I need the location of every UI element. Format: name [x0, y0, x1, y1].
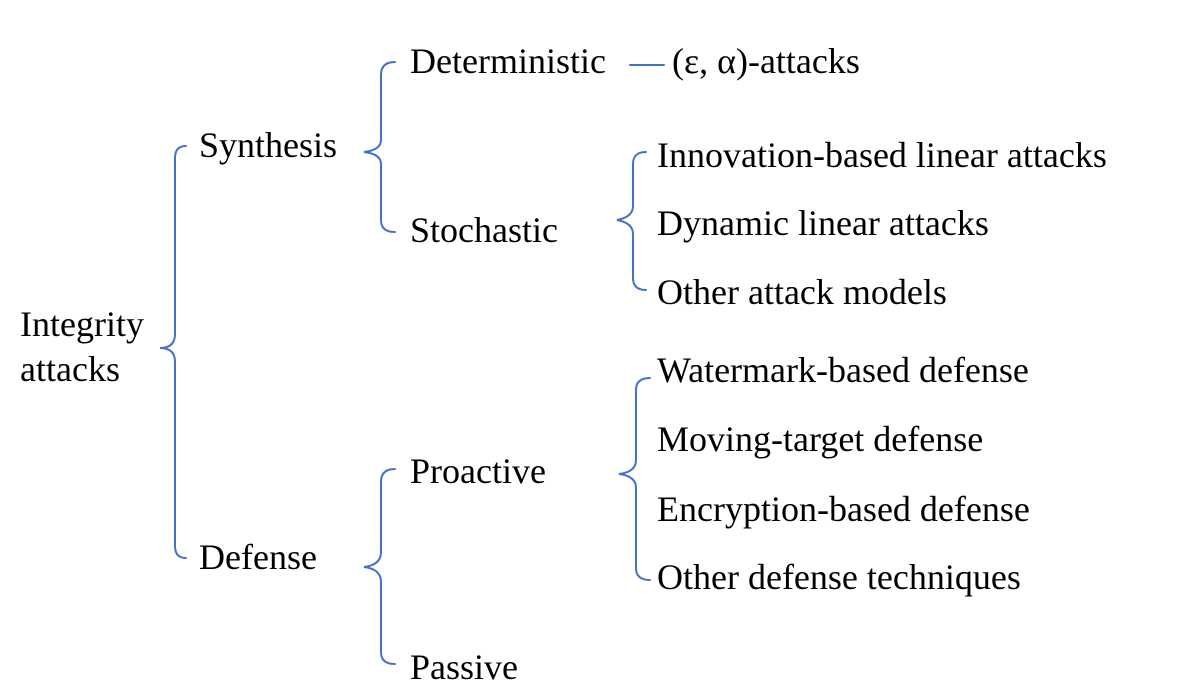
- deterministic-child-label: (ε, α)-attacks: [672, 41, 860, 81]
- synthesis-label: Synthesis: [199, 125, 338, 165]
- defense-label: Defense: [199, 537, 317, 577]
- stochastic-item: Innovation-based linear attacks: [657, 135, 1107, 175]
- root-label-line2: attacks: [20, 349, 120, 389]
- root-brace: [159, 145, 187, 559]
- proactive-brace: [618, 377, 651, 581]
- stochastic-item: Dynamic linear attacks: [657, 203, 989, 243]
- stochastic-brace: [616, 151, 647, 291]
- root-label-line1: Integrity: [20, 304, 144, 344]
- proactive-label: Proactive: [410, 451, 546, 491]
- stochastic-item: Other attack models: [657, 272, 947, 312]
- stochastic-label: Stochastic: [410, 210, 558, 250]
- proactive-item: Moving-target defense: [657, 419, 984, 459]
- defense-brace: [363, 468, 396, 665]
- deterministic-label: Deterministic: [410, 41, 606, 81]
- proactive-item: Other defense techniques: [657, 557, 1021, 597]
- proactive-item: Encryption-based defense: [657, 489, 1030, 529]
- passive-label: Passive: [410, 647, 518, 687]
- proactive-item: Watermark-based defense: [657, 350, 1029, 390]
- synthesis-brace: [363, 61, 396, 233]
